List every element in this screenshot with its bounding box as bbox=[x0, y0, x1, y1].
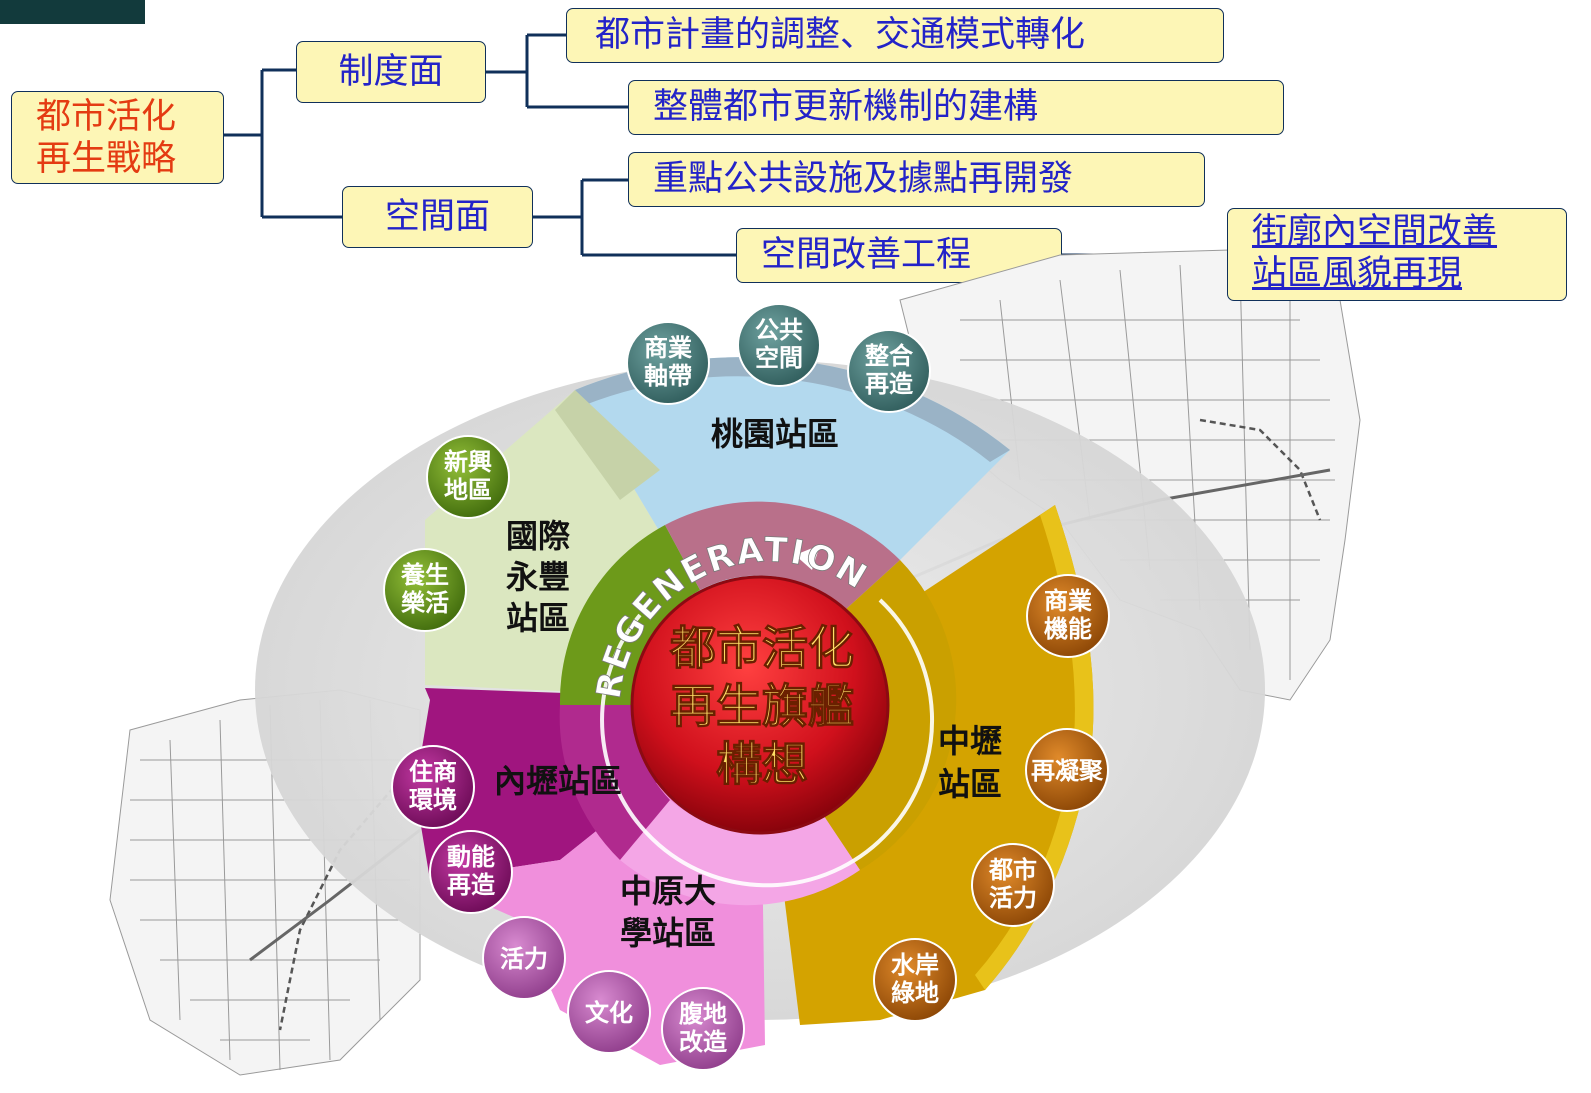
institutional-item-1: 都市計畫的調整、交通模式轉化 bbox=[595, 15, 1086, 55]
station-label-zhongyuan-1: 中原大 bbox=[620, 872, 716, 910]
bubble-taoyuan-integrate: 整合 再造 bbox=[847, 329, 931, 413]
bubble-neili-residential: 住商 環境 bbox=[391, 745, 475, 829]
spatial-item-2-box: 空間改善工程 bbox=[736, 228, 1062, 283]
svg-text:動能: 動能 bbox=[447, 843, 495, 871]
svg-text:養生: 養生 bbox=[401, 561, 449, 589]
center-circle bbox=[632, 577, 888, 833]
spatial-subitem-1: 街廓內空間改善 bbox=[1252, 212, 1498, 252]
bubble-zhongyuan-vitality: 活力 bbox=[482, 916, 566, 1000]
svg-text:樂活: 樂活 bbox=[401, 589, 449, 617]
svg-text:水岸: 水岸 bbox=[891, 951, 939, 979]
institutional-item-2: 整體都市更新機制的建構 bbox=[653, 87, 1039, 127]
svg-text:商業: 商業 bbox=[644, 334, 692, 362]
strategy-root-line-1: 都市活化 bbox=[36, 97, 177, 137]
center-label-line-2: 再生旗艦 bbox=[670, 679, 854, 733]
svg-text:環境: 環境 bbox=[409, 786, 457, 814]
svg-text:機能: 機能 bbox=[1044, 615, 1092, 643]
institutional-item-2-box: 整體都市更新機制的建構 bbox=[628, 80, 1284, 135]
bubble-zhongyuan-culture: 文化 bbox=[567, 970, 651, 1054]
bubble-zhongli-recohesion: 再凝聚 bbox=[1025, 728, 1109, 812]
bubble-taoyuan-commercial: 商業 軸帶 bbox=[626, 321, 710, 405]
center-label-line-3: 構想 bbox=[716, 737, 808, 791]
svg-text:整合: 整合 bbox=[865, 342, 914, 370]
spatial-label: 空間面 bbox=[384, 197, 490, 237]
inner-ring-green bbox=[559, 525, 700, 705]
station-label-zhongli-2: 站區 bbox=[938, 765, 1002, 803]
bubble-neili-momentum: 動能 再造 bbox=[429, 830, 513, 914]
station-label-neili: 內壢站區 bbox=[494, 762, 622, 800]
svg-text:地區: 地區 bbox=[444, 476, 492, 504]
center-label: 都市活化 再生旗艦 構想 bbox=[669, 621, 855, 792]
strategy-root-line-2: 再生戰略 bbox=[36, 139, 177, 179]
regeneration-arrowhead bbox=[795, 545, 820, 570]
inner-ring-rose bbox=[665, 501, 900, 610]
bubble-zhongyuan-hinterland: 腹地 改造 bbox=[661, 987, 745, 1071]
svg-text:商業: 商業 bbox=[1044, 587, 1092, 615]
station-label-zhongyuan-2: 學站區 bbox=[620, 914, 716, 952]
strategy-tree-connectors bbox=[223, 33, 1228, 257]
station-label-zhongli-1: 中壢 bbox=[938, 722, 1002, 760]
sector-guoji-rim bbox=[555, 390, 660, 500]
station-label-guoji-3: 站區 bbox=[506, 599, 570, 637]
bubble-guoji-wellness: 養生 樂活 bbox=[383, 548, 467, 632]
strategy-root-box: 都市活化 再生戰略 bbox=[11, 91, 224, 184]
center-label-line-1: 都市活化 bbox=[669, 621, 854, 675]
spatial-box: 空間面 bbox=[342, 186, 533, 248]
spatial-item-2: 空間改善工程 bbox=[761, 235, 972, 275]
institutional-box: 制度面 bbox=[296, 41, 486, 103]
svg-text:住商: 住商 bbox=[409, 758, 457, 786]
svg-text:再造: 再造 bbox=[447, 871, 495, 899]
station-label-guoji-2: 永豐 bbox=[506, 558, 570, 596]
svg-text:改造: 改造 bbox=[679, 1028, 727, 1056]
spatial-subitem-2: 站區風貌再現 bbox=[1252, 254, 1463, 294]
bubble-taoyuan-public: 公共 空間 bbox=[737, 303, 821, 387]
svg-text:新興: 新興 bbox=[444, 448, 492, 476]
spatial-item-1: 重點公共設施及據點再開發 bbox=[653, 159, 1074, 199]
regeneration-arrow bbox=[600, 598, 935, 888]
svg-text:腹地: 腹地 bbox=[679, 1000, 727, 1028]
svg-text:文化: 文化 bbox=[585, 999, 633, 1027]
svg-text:公共: 公共 bbox=[755, 316, 803, 344]
institutional-item-1-box: 都市計畫的調整、交通模式轉化 bbox=[566, 8, 1224, 63]
spatial-subitems-box: 街廓內空間改善 站區風貌再現 bbox=[1227, 208, 1567, 301]
title-bar-accent bbox=[0, 0, 145, 24]
svg-text:軸帶: 軸帶 bbox=[644, 362, 692, 390]
bubble-zhongli-commercial: 商業 機能 bbox=[1026, 574, 1110, 658]
institutional-label: 制度面 bbox=[338, 52, 444, 92]
bubble-zhongli-waterfront: 水岸 綠地 bbox=[873, 938, 957, 1022]
svg-text:活力: 活力 bbox=[500, 945, 548, 973]
svg-text:空間: 空間 bbox=[755, 344, 803, 372]
svg-text:活力: 活力 bbox=[989, 884, 1037, 912]
svg-text:都市: 都市 bbox=[988, 856, 1037, 884]
svg-text:再造: 再造 bbox=[865, 370, 913, 398]
bubble-zhongli-vitality: 都市 活力 bbox=[971, 843, 1055, 927]
spatial-item-1-box: 重點公共設施及據點再開發 bbox=[628, 152, 1205, 207]
svg-text:綠地: 綠地 bbox=[891, 979, 939, 1007]
svg-text:再凝聚: 再凝聚 bbox=[1031, 757, 1104, 785]
bubble-guoji-emerging: 新興 地區 bbox=[426, 435, 510, 519]
station-label-taoyuan: 桃園站區 bbox=[711, 415, 839, 453]
station-label-guoji-1: 國際 bbox=[506, 517, 570, 555]
